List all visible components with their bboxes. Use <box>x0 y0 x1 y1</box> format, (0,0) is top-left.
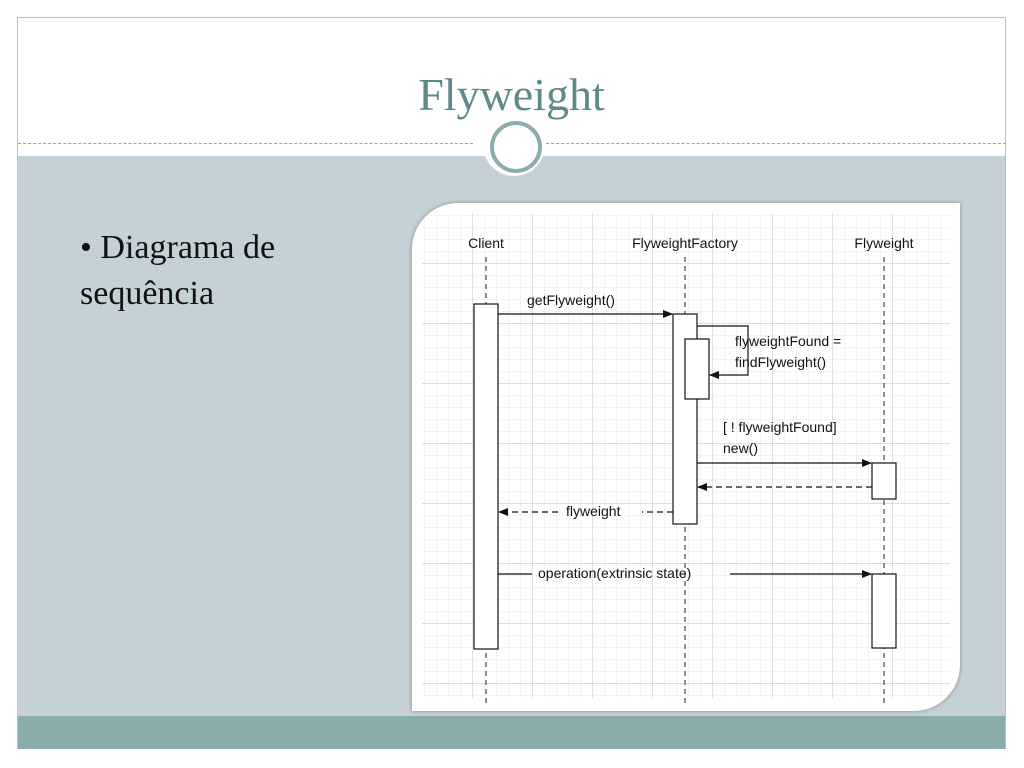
activation-flyweight-operation <box>871 573 897 649</box>
message-label-getflyweight: getFlyweight() <box>527 292 615 308</box>
participant-client: Client <box>468 235 504 251</box>
message-label-operation: operation(extrinsic state) <box>538 565 691 581</box>
footer-bar <box>18 716 1005 749</box>
sequence-diagram-frame: Client FlyweightFactory Flyweight getFly… <box>412 203 960 711</box>
message-label-flyweight: flyweight <box>566 503 621 519</box>
slide-title: Flyweight <box>418 69 605 120</box>
participant-flyweight: Flyweight <box>854 235 913 251</box>
title-divider-left <box>18 143 473 144</box>
title-divider-right <box>546 143 1006 144</box>
sequence-diagram: Client FlyweightFactory Flyweight getFly… <box>422 213 950 703</box>
participant-flyweightfactory: FlyweightFactory <box>632 235 738 251</box>
message-label-found-1: flyweightFound = <box>735 333 841 349</box>
message-label-new: new() <box>723 440 758 456</box>
message-arrow-findflyweight <box>697 325 749 379</box>
message-label-found-2: findFlyweight() <box>735 354 826 370</box>
circle-ornament-icon <box>483 114 545 176</box>
message-label-guard: [ ! flyweightFound] <box>723 419 837 435</box>
activation-factory-self <box>684 338 710 400</box>
bullet-text: • Diagrama de sequência <box>80 229 276 312</box>
activation-client <box>473 303 499 650</box>
activation-flyweight-new <box>871 462 897 500</box>
ornament-ring <box>490 121 542 173</box>
